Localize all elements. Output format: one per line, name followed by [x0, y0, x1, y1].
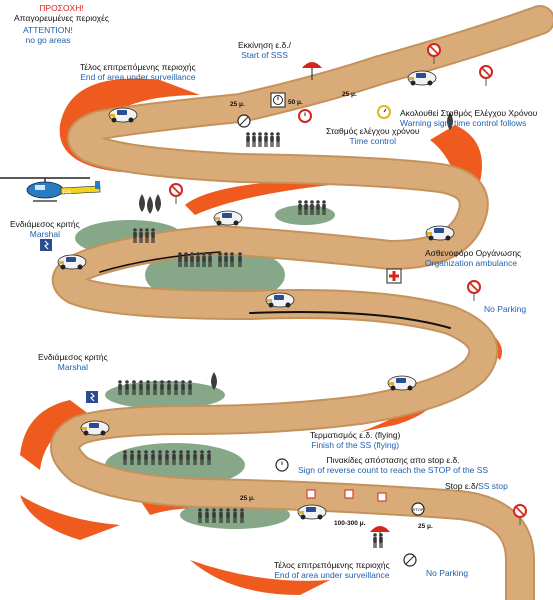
end-surveillance-label-top: Τέλος επιτρεπόμενης περιοχής End of area…	[80, 62, 196, 82]
no-parking-sign	[169, 183, 183, 205]
finish-en: Finish of the SS (flying)	[311, 440, 400, 450]
ambulance-en: Organization ambulance	[425, 258, 518, 268]
distance-marker: 25 μ.	[342, 91, 357, 98]
rally-road	[50, 5, 553, 600]
end-surveillance-gr: Τέλος επιτρεπόμενης περιοχής	[80, 62, 196, 72]
end-surveillance-2-gr: Τέλος επιτρεπόμενης περιοχής	[274, 560, 390, 570]
rally-car	[265, 292, 295, 308]
distance-marker: 50 μ.	[288, 99, 303, 106]
attention-subtitle-gr: Απαγορευμένες περιοχές	[14, 13, 109, 23]
attention-title-gr: ΠΡΟΣΟΧΗ!	[39, 3, 84, 13]
warning-label-en: Warning sign: time control follows	[400, 118, 527, 128]
start-label: Εκκίνηση ε.δ./ Start of SSS	[238, 40, 291, 60]
marshal-1-en: Marshal	[29, 229, 60, 239]
no-parking-1-text: No Parking	[484, 304, 527, 314]
distance-marker: 25 μ.	[240, 495, 255, 502]
warning-label-gr: Ακολουθεί Σταθμός Ελέγχου Χρόνου	[400, 108, 538, 118]
marshal-sign	[86, 391, 98, 403]
end-surveillance-label-bottom: Τέλος επιτρεπόμενης περιοχής End of area…	[274, 560, 390, 580]
svg-text:STOP: STOP	[413, 507, 424, 512]
no-parking-sign	[467, 280, 481, 302]
warning-label: Ακολουθεί Σταθμός Ελέγχου Χρόνου Warning…	[400, 108, 537, 128]
helicopter: FIA	[0, 177, 101, 202]
no-parking-2-text: No Parking	[426, 568, 469, 578]
stop-gr: Stop ε.δ/	[445, 481, 479, 491]
time-control-en: Time control	[349, 136, 396, 146]
marshal-2-gr: Ενδιάμεσος κριτής	[38, 352, 108, 362]
umbrella	[302, 62, 322, 80]
time-control-gr: Σταθμός ελέγχου χρόνου	[326, 126, 420, 136]
attention-subtitle-en: no go areas	[25, 35, 71, 45]
ambulance-sign	[386, 268, 402, 284]
warning-clock-sign	[377, 105, 391, 119]
reverse-count-gr: Πινακίδες απόστασης απο stop ε.δ.	[326, 455, 460, 465]
attention-title-en: ATTENTION!	[23, 25, 73, 35]
rally-car	[108, 107, 138, 123]
marshal-2-en: Marshal	[57, 362, 88, 372]
no-parking-sign	[479, 65, 493, 87]
start-label-en: Start of SSS	[241, 50, 288, 60]
tc-clock-sign	[298, 109, 312, 123]
time-control-label: Σταθμός ελέγχου χρόνου Time control	[326, 126, 420, 146]
end-surveillance-2-en: End of area under surveillance	[274, 570, 390, 580]
stop-en: SS stop	[478, 481, 508, 491]
finish-label: Τερματισμός ε.δ. (flying) Finish of the …	[310, 430, 400, 450]
rally-car	[213, 210, 243, 226]
distance-marker: 25 μ.	[418, 523, 433, 530]
finish-gr: Τερματισμός ε.δ. (flying)	[310, 430, 401, 440]
reverse-count-signs	[306, 489, 387, 502]
no-parking-label-1: No Parking	[484, 304, 526, 314]
marshal-sign	[40, 239, 52, 251]
rally-car	[297, 504, 327, 520]
rally-car	[407, 70, 437, 86]
start-label-gr: Εκκίνηση ε.δ./	[238, 40, 291, 50]
rally-car	[80, 420, 110, 436]
end-surveillance-en: End of area under surveillance	[80, 72, 196, 82]
rally-car	[425, 225, 455, 241]
marshal-label-2: Ενδιάμεσος κριτής Marshal	[38, 352, 108, 372]
start-sign	[270, 92, 286, 108]
attention-label-en: ATTENTION! no go areas	[23, 25, 73, 45]
ambulance-gr: Ασθενοφόρο Οργάνωσης	[425, 248, 522, 258]
marshal-1-gr: Ενδιάμεσος κριτής	[10, 219, 80, 229]
marshal-label-1: Ενδιάμεσος κριτής Marshal	[10, 219, 80, 239]
rally-car	[387, 375, 417, 391]
distance-marker: 100-300 μ.	[334, 520, 366, 527]
stop-sign: STOP	[411, 502, 425, 516]
stop-label: Stop ε.δ/SS stop	[445, 481, 508, 491]
helicopter-logo: FIA	[63, 190, 71, 196]
rally-car	[57, 254, 87, 270]
signs: STOP	[40, 43, 527, 567]
no-parking-label-2: No Parking	[426, 568, 468, 578]
distance-marker: 25 μ.	[230, 101, 245, 108]
ambulance-label: Ασθενοφόρο Οργάνωσης Organization ambula…	[425, 248, 521, 268]
reverse-count-en: Sign of reverse count to reach the STOP …	[298, 465, 489, 475]
umbrella	[370, 526, 390, 544]
attention-label-gr: ΠΡΟΣΟΧΗ! Απαγορευμένες περιοχές	[14, 3, 109, 23]
flying-finish-clock	[275, 458, 289, 472]
end-area-sign	[237, 114, 251, 128]
reverse-count-label: Πινακίδες απόστασης απο stop ε.δ. Sign o…	[298, 455, 488, 475]
end-area-sign	[403, 553, 417, 567]
